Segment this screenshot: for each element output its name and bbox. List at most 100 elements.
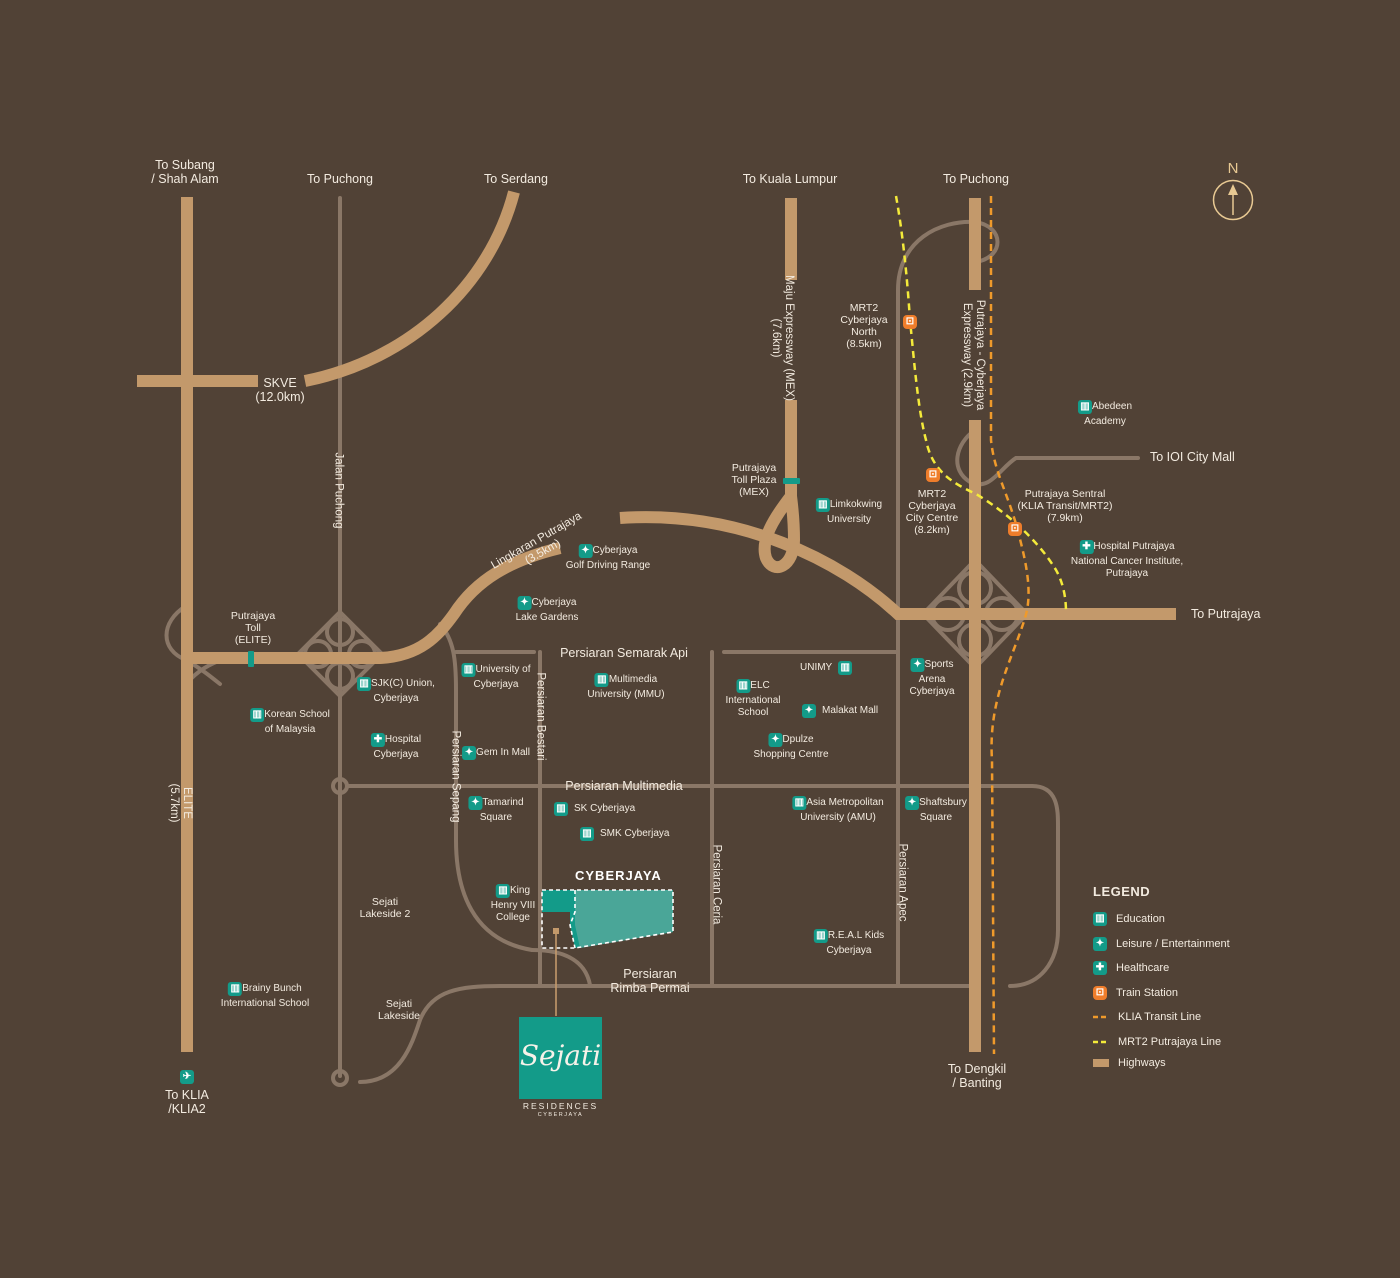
area-cyberjaya: CYBERJAYA xyxy=(575,868,662,883)
education-icon: ▥ xyxy=(1093,912,1107,927)
dest-kuala-lumpur: To Kuala Lumpur xyxy=(742,172,838,186)
road-sepang: Persiaran Sepang xyxy=(449,730,462,823)
poi-real-kids: ▥R.E.A.L Kids Cyberjaya xyxy=(813,929,884,957)
legend-item-education: ▥Education xyxy=(1093,907,1230,932)
education-icon: ▥ xyxy=(228,982,243,996)
leisure-icon: ✦ xyxy=(578,544,593,558)
poi-abedeen: ▥Abedeen Academy xyxy=(1077,400,1132,428)
toll-markers xyxy=(248,478,800,667)
road-apec: Persiaran Apec xyxy=(896,843,909,922)
toll-mex: Putrajaya Toll Plaza (MEX) xyxy=(731,462,777,498)
poi-lake-gardens: ✦Cyberjaya Lake Gardens xyxy=(515,596,579,623)
train-icon: ⊡ xyxy=(903,311,917,329)
healthcare-icon: ✚ xyxy=(1093,961,1107,976)
road-multimedia: Persiaran Multimedia xyxy=(565,779,683,793)
poi-unimy: ▥UNIMY xyxy=(800,661,853,675)
road-mex: Maju Expressway (MEX) (7.6km) xyxy=(770,275,795,401)
train-icon: ⊡ xyxy=(1093,985,1107,1000)
legend-item-healthcare: ✚Healthcare xyxy=(1093,956,1230,981)
poi-hospital-putrajaya: ✚Hospital Putrajaya National Cancer Inst… xyxy=(1070,540,1184,579)
road-bestari: Persiaran Bestari xyxy=(534,672,547,761)
area-sejati-lakeside-2: Sejati Lakeside 2 xyxy=(359,896,411,920)
education-icon: ▥ xyxy=(792,796,807,810)
dest-subang: To Subang / Shah Alam xyxy=(151,158,219,186)
poi-shaftsbury: ✦Shaftsbury Square xyxy=(905,796,967,824)
education-icon: ▥ xyxy=(250,708,265,722)
dest-klia: To KLIA /KLIA2 xyxy=(165,1088,209,1116)
education-icon: ▥ xyxy=(813,929,828,943)
station-putrajaya-sentral: Putrajaya Sentral (KLIA Transit/MRT2) (7… xyxy=(1017,488,1113,524)
legend: LEGEND ▥Education ✦Leisure / Entertainme… xyxy=(1093,884,1230,1072)
poi-korean-school: ▥Korean School of Malaysia xyxy=(250,708,330,736)
poi-brainy-bunch: ▥Brainy Bunch International School xyxy=(220,982,310,1009)
road-jalan-puchong: Jalan Puchong xyxy=(332,452,345,529)
legend-item-leisure: ✦Leisure / Entertainment xyxy=(1093,932,1230,957)
education-icon: ▥ xyxy=(838,661,853,675)
poi-amu: ▥Asia Metropolitan University (AMU) xyxy=(792,796,884,824)
education-icon: ▥ xyxy=(357,677,372,691)
poi-malakat-mall: ✦Malakat Mall xyxy=(802,704,878,718)
leisure-icon: ✦ xyxy=(517,596,532,610)
poi-sk-cyberjaya: ▥SK Cyberjaya xyxy=(554,802,635,816)
site-right-block xyxy=(575,890,673,948)
poi-mmu: ▥Multimedia University (MMU) xyxy=(587,673,665,700)
education-icon: ▥ xyxy=(815,498,830,512)
compass-icon xyxy=(1212,179,1254,221)
healthcare-icon: ✚ xyxy=(370,733,385,747)
education-icon: ▥ xyxy=(594,673,609,687)
road-skve: SKVE (12.0km) xyxy=(255,376,305,404)
highway-icon xyxy=(1093,1059,1109,1067)
airplane-icon: ✈ xyxy=(180,1066,194,1084)
mrt2-line xyxy=(894,195,1068,613)
leisure-icon: ✦ xyxy=(910,658,925,672)
leisure-icon: ✦ xyxy=(468,796,483,810)
legend-title: LEGEND xyxy=(1093,884,1151,899)
legend-item-mrt-line: MRT2 Putrajaya Line xyxy=(1093,1030,1230,1055)
poi-sjkc-union: ▥SJK(C) Union, Cyberjaya xyxy=(357,677,435,705)
leisure-icon: ✦ xyxy=(905,796,920,810)
road-rimba-permai: Persiaran Rimba Permai xyxy=(610,967,690,995)
education-icon: ▥ xyxy=(495,884,510,898)
education-icon: ▥ xyxy=(554,802,568,816)
dest-serdang: To Serdang xyxy=(484,172,548,186)
dest-puchong-east: To Puchong xyxy=(942,172,1010,186)
klia-line-icon xyxy=(1093,1016,1109,1019)
leisure-icon: ✦ xyxy=(802,704,816,718)
poi-king-henry: ▥King Henry VIII College xyxy=(490,884,536,923)
education-icon: ▥ xyxy=(580,827,594,841)
north-arrow-icon: N xyxy=(1212,160,1254,226)
education-icon: ▥ xyxy=(1077,400,1092,414)
toll-elite: Putrajaya Toll (ELITE) xyxy=(230,610,276,646)
poi-limkokwing: ▥Limkokwing University xyxy=(815,498,882,526)
logo-subtitle: RESIDENCES CYBERJAYA xyxy=(522,1101,599,1118)
leisure-icon: ✦ xyxy=(1093,936,1107,951)
road-elite: ELITE (5.7km) xyxy=(168,783,193,823)
poi-gem-in-mall: ✦Gem In Mall xyxy=(462,746,530,762)
dest-putrajaya: To Putrajaya xyxy=(1191,607,1261,621)
train-icon: ⊡ xyxy=(926,464,940,482)
leisure-icon: ✦ xyxy=(462,746,477,760)
education-icon: ▥ xyxy=(461,663,476,677)
legend-item-klia-line: KLIA Transit Line xyxy=(1093,1005,1230,1030)
poi-tamarind-square: ✦Tamarind Square xyxy=(468,796,524,824)
poi-dpulze: ✦Dpulze Shopping Centre xyxy=(753,733,829,760)
healthcare-icon: ✚ xyxy=(1079,540,1094,554)
road-semarak-api: Persiaran Semarak Api xyxy=(560,646,688,660)
road-pce: Putrajaya - Cyberjaya Expressway (2.9km) xyxy=(961,299,986,411)
poi-hospital-cyberjaya: ✚Hospital Cyberjaya xyxy=(370,733,421,761)
dest-ioi-city-mall: To IOI City Mall xyxy=(1150,450,1235,464)
poi-smk-cyberjaya: ▥SMK Cyberjaya xyxy=(580,827,669,841)
legend-item-highways: Highways xyxy=(1093,1054,1230,1072)
dest-puchong-west: To Puchong xyxy=(306,172,374,186)
poi-sports-arena: ✦Sports Arena Cyberjaya xyxy=(909,658,955,697)
local-roads xyxy=(164,196,1140,1087)
poi-golf-driving-range: ✦Cyberjaya Golf Driving Range xyxy=(565,544,651,571)
dest-dengkil: To Dengkil / Banting xyxy=(947,1062,1007,1090)
road-ceria: Persiaran Ceria xyxy=(710,844,723,925)
train-icon: ⊡ xyxy=(1008,518,1022,536)
leisure-icon: ✦ xyxy=(768,733,783,747)
area-sejati-lakeside: Sejati Lakeside xyxy=(377,998,421,1022)
logo-script: Sejati xyxy=(519,1039,602,1072)
poi-university-cyberjaya: ▥University of Cyberjaya xyxy=(461,663,531,691)
education-icon: ▥ xyxy=(736,679,751,693)
